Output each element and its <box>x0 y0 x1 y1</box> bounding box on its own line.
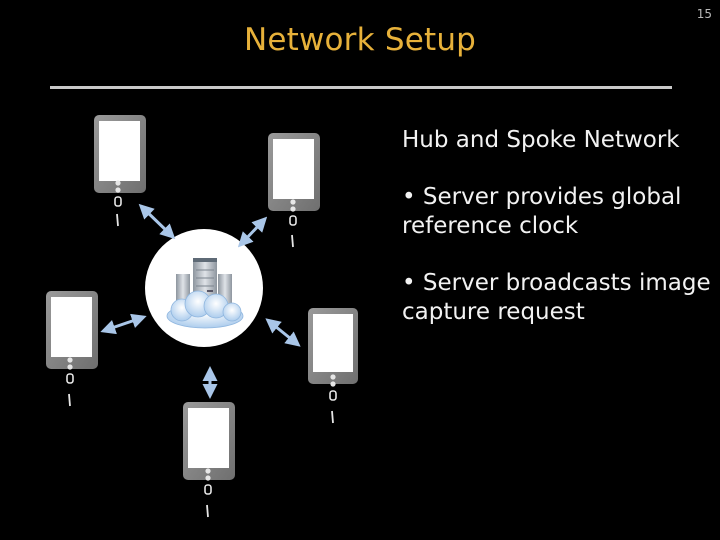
smartphone-icon <box>268 133 320 211</box>
server-cloud-icon <box>166 258 244 329</box>
camera-rig-icon <box>289 199 297 248</box>
smartphone-icon <box>183 402 235 480</box>
slide-number: 15 <box>696 7 712 21</box>
bullet-item: • Server provides global reference clock <box>402 184 682 239</box>
server-hub <box>145 229 263 347</box>
smartphone-icon <box>46 291 98 369</box>
spoke-arrow <box>265 318 301 347</box>
phone-node-left <box>46 291 98 407</box>
spoke-arrow <box>100 313 147 335</box>
bullet-list: Hub and Spoke Network • Server provides … <box>402 126 712 355</box>
bullet-item: • Server broadcasts image capture reques… <box>402 270 711 325</box>
title-divider <box>50 86 672 89</box>
spoke-arrow <box>138 203 176 240</box>
slide-title: Network Setup <box>243 22 477 58</box>
phone-node-top-left <box>94 115 146 227</box>
phone-node-right <box>308 308 358 424</box>
phone-node-top-right <box>268 133 320 248</box>
phone-node-bottom <box>183 402 235 518</box>
camera-rig-icon <box>66 357 74 407</box>
spoke-arrow <box>237 216 268 248</box>
section-heading: Hub and Spoke Network <box>402 127 680 153</box>
smartphone-icon <box>308 308 358 384</box>
spoke-connectors <box>100 203 301 399</box>
camera-rig-icon <box>114 180 122 227</box>
camera-rig-icon <box>204 468 212 518</box>
smartphone-icon <box>94 115 146 193</box>
camera-rig-icon <box>329 374 337 424</box>
